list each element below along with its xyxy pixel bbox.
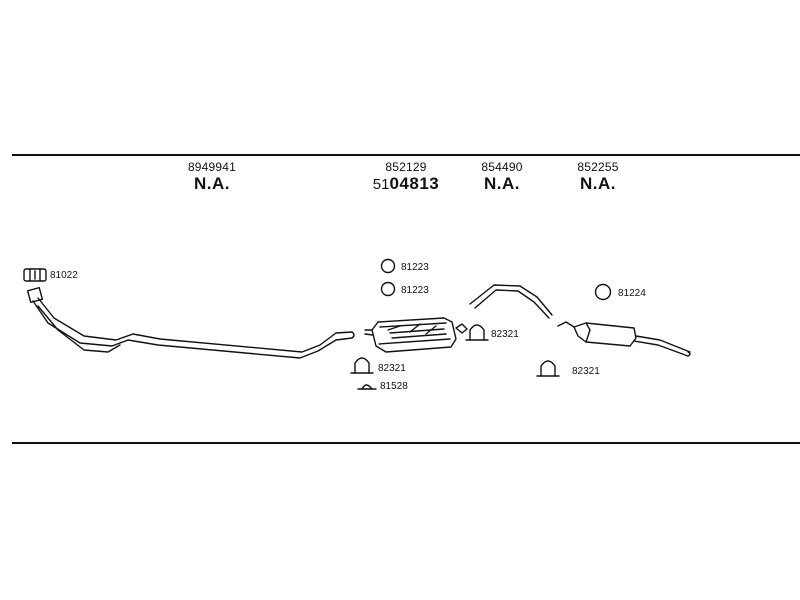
label-hanger: 81528 [380,381,408,392]
part-number: 852129 [385,160,427,174]
u-clamp-icon [350,357,374,374]
reference-code-main: 04813 [389,174,440,193]
sealing-ring-icon [594,283,612,301]
front-pipe-icon [26,286,355,359]
part-number: 854490 [481,160,523,174]
label-flange-clamp: 81022 [50,270,78,281]
u-clamp-icon [536,360,560,377]
label-ring-right: 81224 [618,288,646,299]
column-middle-silencer: 852129 5104813 [346,160,466,195]
reference-code: 5104813 [346,174,466,195]
availability-status: N.A. [194,174,230,193]
availability-status: N.A. [580,174,616,193]
part-number: 852255 [577,160,619,174]
middle-silencer-icon [364,317,468,353]
reference-code-prefix: 51 [372,176,390,193]
label-clamp-mid-right: 82321 [491,329,519,340]
rear-silencer-icon [557,321,691,357]
label-clamp-right: 82321 [572,366,600,377]
sealing-ring-icon [380,281,396,297]
u-clamp-icon [465,324,489,341]
bottom-divider [12,442,800,444]
part-number: 8949941 [187,160,237,174]
column-rear-silencer: 852255 N.A. [538,160,658,194]
intermediate-pipe-icon [469,284,553,319]
label-ring-bottom: 81223 [401,285,429,296]
top-divider [12,154,800,156]
sealing-ring-icon [380,258,396,274]
availability-status: N.A. [484,174,520,193]
label-clamp-mid-left: 82321 [378,363,406,374]
flange-clamp-icon [23,268,47,282]
column-front-pipe: 8949941 N.A. [152,160,272,194]
rubber-hanger-icon [357,384,377,390]
column-intermediate-pipe: 854490 N.A. [442,160,562,194]
label-ring-top: 81223 [401,262,429,273]
